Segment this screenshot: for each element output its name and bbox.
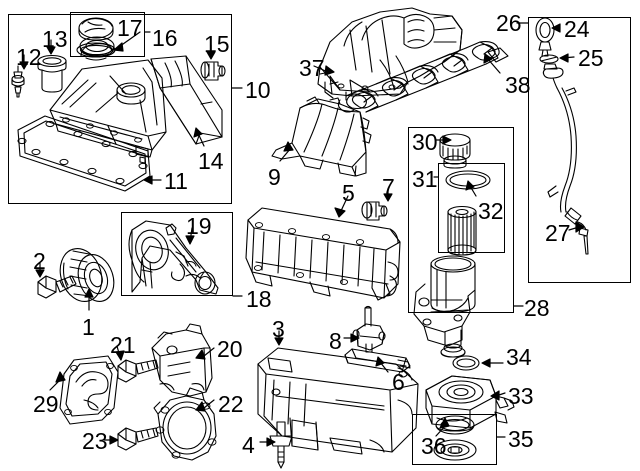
part-7-oil-pan-plug [361,201,388,221]
part-28-filter-housing [413,255,476,358]
callout-19[interactable]: 19 [186,213,212,239]
part-35-36-cooler-seals [433,415,477,461]
callout-12[interactable]: 12 [16,44,42,70]
part-11-valve-cover-gasket [17,115,151,192]
callout-11[interactable]: 11 [164,168,188,194]
part-18-timing-cover [128,220,219,295]
part-22-seal-flange [153,387,217,461]
callout-24[interactable]: 24 [564,16,590,42]
callout-30[interactable]: 30 [412,129,438,155]
part-9-engine-cover [271,96,372,177]
callout-6[interactable]: 6 [392,369,405,395]
part-34-o-ring [452,355,480,371]
callout-23[interactable]: 23 [82,428,108,454]
callout-29[interactable]: 29 [33,391,59,417]
part-2-pulley-bolt [37,275,77,299]
leader-lines [19,22,585,447]
callout-18[interactable]: 18 [246,286,272,312]
callout-34[interactable]: 34 [506,344,532,370]
part-37-intake-manifold [317,7,463,101]
callout-36[interactable]: 36 [421,433,447,459]
callout-4[interactable]: 4 [242,432,255,458]
callout-38[interactable]: 38 [505,72,531,98]
part-23-flange-bolt [117,427,159,451]
part-29-oil-pump-cover [59,355,119,425]
callout-1[interactable]: 1 [82,314,95,340]
callout-14[interactable]: 14 [198,148,224,174]
callout-22[interactable]: 22 [218,391,244,417]
callout-7[interactable]: 7 [382,174,395,200]
callout-20[interactable]: 20 [217,336,243,362]
callout-28[interactable]: 28 [524,295,550,321]
part-38-intake-gasket [337,41,509,113]
part-14-trim-panel [150,55,223,145]
callout-26[interactable]: 26 [496,10,522,36]
callout-9[interactable]: 9 [268,164,281,190]
part-8-oil-level-sensor [352,305,386,353]
callout-17[interactable]: 17 [117,15,143,41]
callout-32[interactable]: 32 [478,198,504,224]
callout-16[interactable]: 16 [152,25,178,51]
callout-33[interactable]: 33 [508,383,534,409]
part-26-dipstick [535,17,589,255]
part-4-drain-plug [269,421,293,469]
part-15-pcv-fitting [200,61,226,81]
callout-21[interactable]: 21 [110,332,136,358]
part-13-filler-grommet [37,54,67,93]
callout-5[interactable]: 5 [342,180,355,206]
callout-2[interactable]: 2 [33,248,46,274]
callout-27[interactable]: 27 [545,220,571,246]
part-3-lower-oil-pan [257,347,419,455]
part-31-filter-element [445,170,491,256]
callout-37[interactable]: 37 [299,55,325,81]
callout-25[interactable]: 25 [578,45,604,71]
part-20-lower-timing-cover [151,323,213,397]
callout-3[interactable]: 3 [272,316,285,342]
callout-8[interactable]: 8 [329,328,342,354]
part-10-valve-cover [49,36,167,164]
callout-13[interactable]: 13 [42,26,68,52]
callout-15[interactable]: 15 [204,31,230,57]
callout-35[interactable]: 35 [508,426,534,452]
part-12-vent-valve [11,65,25,98]
part-21-cover-bolt [117,359,159,383]
callout-10[interactable]: 10 [245,77,271,103]
callout-31[interactable]: 31 [412,166,438,192]
part-5-upper-oil-pan [245,207,401,301]
